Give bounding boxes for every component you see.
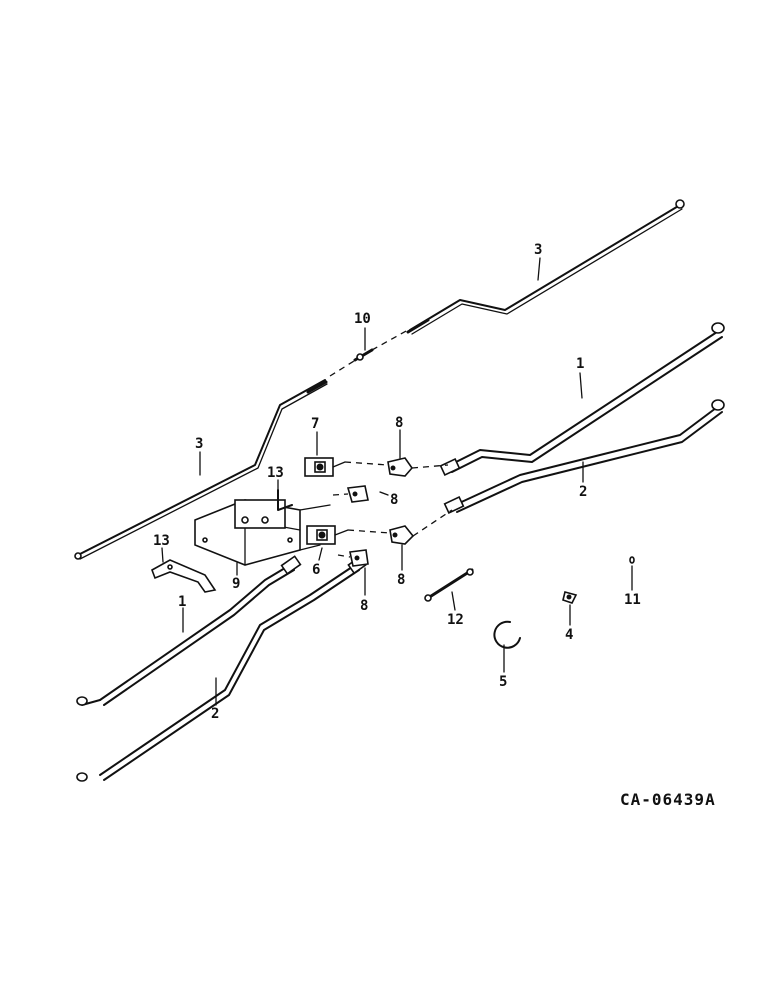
callout-10: 10 <box>354 311 371 327</box>
leader-lines <box>161 257 633 706</box>
elbow-fitting-8-d <box>349 549 369 567</box>
fitting-12 <box>424 568 474 602</box>
elbow-fitting-8-b <box>346 485 369 503</box>
callout-6: 6 <box>312 562 320 578</box>
bracket-13-center <box>277 489 293 511</box>
callout-4: 4 <box>565 627 573 643</box>
clip-4 <box>562 591 578 604</box>
callout-1-upper: 1 <box>576 356 584 372</box>
elbow-fitting-8-c <box>389 525 415 545</box>
bracket-9 <box>194 499 331 566</box>
callout-12: 12 <box>447 612 464 628</box>
tube-3-lower <box>74 379 328 560</box>
callout-11: 11 <box>624 592 641 608</box>
callout-8-d: 8 <box>360 598 368 614</box>
small-part-11 <box>629 556 635 564</box>
valve-block-6 <box>306 525 349 545</box>
tube-2-lower <box>76 555 367 782</box>
callout-8-a: 8 <box>395 415 403 431</box>
tube-3-upper <box>406 199 685 335</box>
tube-2-upper <box>443 399 725 514</box>
callout-8-c: 8 <box>397 572 405 588</box>
diagram-code: CA-06439A <box>620 790 716 809</box>
callout-3-upper: 3 <box>534 242 542 258</box>
ring-clamp-5 <box>493 620 521 649</box>
callout-7: 7 <box>311 416 319 432</box>
elbow-fitting-8-a <box>387 457 414 477</box>
connector-10 <box>353 348 374 362</box>
callout-3-lower: 3 <box>195 436 203 452</box>
callout-2-lower: 2 <box>211 706 219 722</box>
callout-5: 5 <box>499 674 507 690</box>
callout-2-upper: 2 <box>579 484 587 500</box>
callout-13-center: 13 <box>267 465 284 481</box>
tube-1-lower <box>76 555 302 706</box>
fitting-link-lines <box>332 461 453 558</box>
callout-8-b: 8 <box>390 492 398 508</box>
tube-3-link-line <box>329 329 409 377</box>
callout-9: 9 <box>232 576 240 592</box>
valve-block-7 <box>304 457 346 477</box>
tube-1-upper <box>439 322 725 476</box>
callout-13-left: 13 <box>153 533 170 549</box>
bracket-13-left <box>151 559 217 593</box>
callout-1-lower: 1 <box>178 594 186 610</box>
